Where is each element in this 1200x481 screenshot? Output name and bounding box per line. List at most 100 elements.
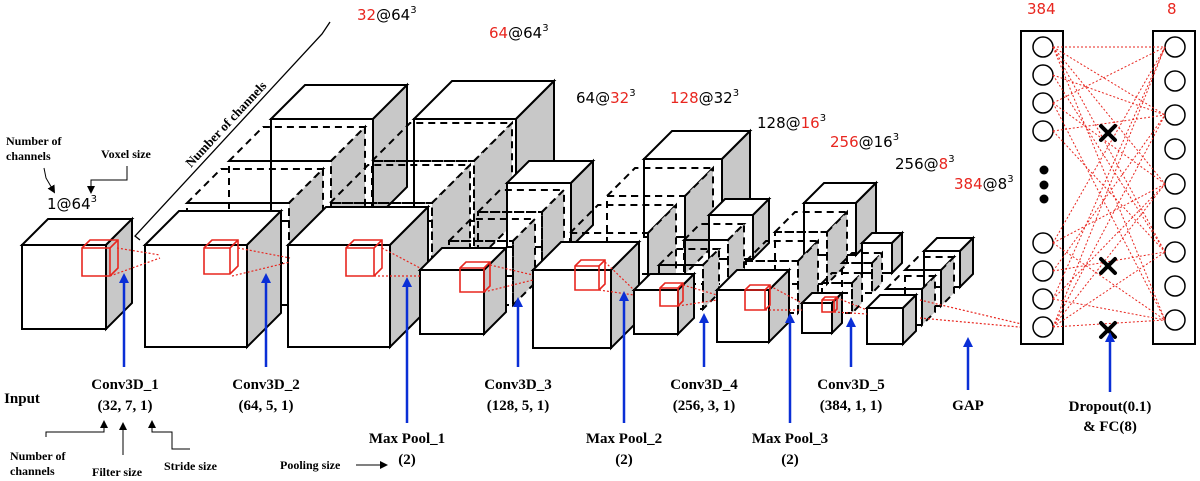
- fc-edge-7-3: [1052, 251, 1166, 328]
- proj-2b: [231, 261, 291, 277]
- proj-4a: [489, 264, 534, 276]
- fc-edge-0-4: [1052, 46, 1166, 321]
- dim-label-conv4: 256@163: [830, 132, 899, 151]
- receptive-field-boxes: [81, 239, 838, 313]
- rf-pool2: [659, 282, 684, 307]
- rf-conv4: [744, 284, 771, 311]
- pool1-params: (2): [398, 452, 416, 468]
- fc-edge-4-4: [1052, 242, 1166, 321]
- fc-edge-4-0: [1052, 46, 1166, 244]
- proj-2a: [237, 247, 291, 259]
- fc-node-4: [1164, 173, 1186, 195]
- gap-node-2: [1032, 92, 1054, 114]
- pool2-params: (2): [615, 452, 633, 468]
- dropout-x-icon-3: [1099, 321, 1117, 339]
- fc-input-count: 384: [1027, 0, 1056, 18]
- conv4-stack-slice-0: [714, 267, 792, 345]
- fc-edge-5-1: [1052, 114, 1166, 272]
- dim-label-pool3: 256@83: [895, 154, 955, 173]
- fully-connected-block: [1020, 30, 1196, 345]
- number-of-channels-bottom-line2: channels: [10, 464, 55, 478]
- conv4-name: Conv3D_4: [670, 377, 738, 393]
- input-annotation: Number of channels Voxel size: [6, 134, 152, 194]
- dropout-name: Dropout(0.1): [1069, 399, 1152, 415]
- fc-edge-6-2: [1052, 183, 1166, 300]
- dim-label-conv3: 128@323: [670, 88, 739, 107]
- fc-node-3: [1164, 138, 1186, 160]
- conv4-stack-slice-2: [772, 209, 850, 287]
- fc-edge-3-1: [1052, 114, 1166, 132]
- conv1-stack-slice-0: [142, 208, 284, 350]
- conv1-name: Conv3D_1: [91, 377, 159, 393]
- gap-node-1: [1032, 64, 1054, 86]
- proj-6b: [677, 299, 718, 307]
- conv3-params: (128, 5, 1): [487, 398, 550, 414]
- fc-node-2: [1164, 104, 1186, 126]
- gap-node-3: [1032, 120, 1054, 142]
- fc-edge-7-2: [1052, 183, 1166, 328]
- dropout-x-icon-2: [1099, 257, 1117, 275]
- fc-edge-2-4: [1052, 102, 1166, 321]
- feature-map-cubes: [19, 78, 976, 351]
- gap-label: GAP: [952, 398, 984, 414]
- ellipsis-dot-2: [1039, 194, 1049, 204]
- stride-size-label: Stride size: [164, 459, 218, 473]
- dim-label-pool1: 64@323: [576, 88, 636, 107]
- pool2-name: Max Pool_2: [586, 431, 662, 447]
- pool3-params: (2): [781, 452, 799, 468]
- gap-node-6: [1032, 288, 1054, 310]
- fc-output-count: 8: [1167, 0, 1177, 18]
- fc-edge-0-2: [1052, 46, 1166, 185]
- dim-label-conv2: 64@643: [489, 23, 549, 42]
- fc-edge-3-3: [1052, 130, 1166, 253]
- fc-edge-0-1: [1052, 46, 1166, 116]
- conv3-name: Conv3D_3: [484, 377, 552, 393]
- fc-edge-6-0: [1052, 46, 1166, 300]
- proj-4b: [483, 279, 534, 293]
- dim-label-conv1: 32@643: [357, 5, 417, 24]
- pool1-name: Max Pool_1: [369, 431, 445, 447]
- pool1-stack-slice-0: [417, 245, 509, 337]
- proj-1b: [109, 257, 161, 277]
- fc-edge-0-3: [1052, 46, 1166, 253]
- proj-8a: [836, 297, 868, 311]
- number-of-channels-label-line1: Number of: [6, 134, 62, 148]
- pooling-size-label: Pooling size: [280, 458, 341, 472]
- fc-node-8: [1164, 309, 1186, 331]
- conv2-params: (64, 5, 1): [239, 398, 294, 414]
- proj-gap-b: [919, 317, 1031, 329]
- fc-edge-2-0: [1052, 46, 1166, 104]
- conv2-name: Conv3D_2: [232, 377, 300, 393]
- conv1-params: (32, 7, 1): [98, 398, 153, 414]
- fc-edge-2-2: [1052, 102, 1166, 185]
- input-label: Input: [4, 391, 40, 407]
- dropout-params: & FC(8): [1083, 419, 1137, 435]
- fc-edge-5-3: [1052, 251, 1166, 272]
- conv-param-annotation: Number of channels Filter size Stride si…: [10, 420, 388, 479]
- conv5-params: (384, 1, 1): [820, 398, 883, 414]
- ellipsis-dot-1: [1039, 180, 1049, 190]
- ellipsis-dot-0: [1039, 165, 1049, 175]
- voxel-size-label: Voxel size: [101, 147, 152, 161]
- dropout-x-icon-1: [1099, 124, 1117, 142]
- gap-node-4: [1032, 232, 1054, 254]
- fc-edge-1-3: [1052, 74, 1166, 253]
- conv5-stack-slice-0: [864, 292, 919, 347]
- conv5-name: Conv3D_5: [817, 377, 885, 393]
- fc-edge-7-4: [1052, 319, 1166, 328]
- pool3-name: Max Pool_3: [752, 431, 828, 447]
- proj-3a: [381, 247, 421, 269]
- layer-labels: Input Conv3D_1 (32, 7, 1) Conv3D_2 (64, …: [4, 377, 1151, 468]
- fc-edge-7-1: [1052, 114, 1166, 328]
- fc-edge-6-4: [1052, 298, 1166, 321]
- proj-6a: [682, 284, 718, 296]
- number-of-channels-diagonal-label: Number of channels: [182, 78, 269, 170]
- fc-edge-4-2: [1052, 183, 1166, 244]
- proj-gap-a: [919, 299, 1031, 327]
- rf-pool3: [821, 296, 838, 313]
- conv4-params: (256, 3, 1): [673, 398, 736, 414]
- gap-node-5: [1032, 260, 1054, 282]
- projection-lines: [109, 247, 1031, 329]
- dimension-labels: 1@643 32@643 64@643 64@323 128@323 128@1…: [47, 0, 1177, 213]
